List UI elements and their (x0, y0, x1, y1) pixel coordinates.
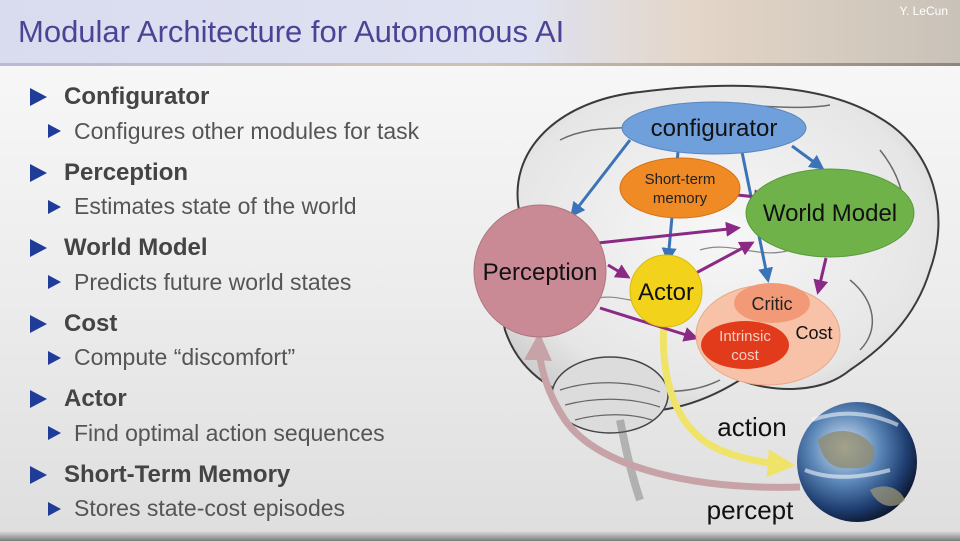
architecture-diagram: configurator World Model Short-term memo… (440, 80, 960, 541)
perception-node: Perception (473, 204, 607, 338)
bullet-heading: Short-Term Memory (64, 460, 291, 488)
bullet-arrow-icon (30, 239, 47, 257)
intrinsic-cost-label-line2: cost (731, 347, 759, 364)
author-label: Y. LeCun (899, 4, 949, 18)
earth-image (797, 402, 917, 522)
intrinsic-cost-label-line1: Intrinsic (719, 328, 771, 345)
bullet-actor: Actor Find optimal action sequences (30, 382, 500, 458)
short-term-memory-node: Short-term memory (619, 157, 741, 219)
intrinsic-cost-node (701, 321, 789, 369)
bottom-shadow (0, 531, 960, 541)
sub-bullet-arrow-icon (48, 199, 61, 214)
percept-label: percept (707, 495, 794, 525)
sub-bullet-arrow-icon (48, 501, 61, 516)
bullet-arrow-icon (30, 465, 47, 484)
bullet-cost: Cost Compute “discomfort” (30, 307, 500, 383)
sub-bullet-arrow-icon (48, 124, 61, 138)
bullet-subtext: Configures other modules for task (74, 117, 420, 144)
bullet-subtext: Find optimal action sequences (74, 419, 385, 446)
bullet-arrow-icon (30, 314, 47, 333)
bullet-arrow-icon (30, 163, 47, 182)
bullet-list: Configurator Configures other modules fo… (30, 80, 500, 533)
action-arrow (659, 319, 796, 478)
world-model-node: World Model (745, 168, 915, 258)
sub-bullet-arrow-icon (48, 275, 61, 289)
critic-node (734, 283, 810, 323)
cost-node: Critic Intrinsic cost Cost (695, 283, 841, 386)
world-model-label: World Model (763, 200, 897, 227)
bullet-heading: Cost (64, 309, 118, 337)
slide-title: Modular Architecture for Autonomous AI (18, 14, 565, 49)
bullet-heading: World Model (64, 234, 208, 261)
perception-label: Perception (483, 259, 598, 286)
action-label: action (717, 412, 786, 442)
bullet-short-term-memory: Short-Term Memory Stores state-cost epis… (30, 458, 500, 534)
bullet-arrow-icon (30, 390, 47, 408)
bullet-subtext: Compute “discomfort” (74, 344, 296, 370)
cost-label: Cost (795, 323, 832, 343)
configurator-label: configurator (651, 115, 778, 142)
bullet-world-model: World Model Predicts future world states (30, 231, 500, 307)
sub-bullet-arrow-icon (48, 350, 61, 365)
bullet-heading: Configurator (64, 83, 210, 110)
bullet-arrow-icon (30, 88, 47, 106)
actor-label: Actor (638, 279, 694, 306)
actor-node: Actor (629, 254, 703, 328)
percept-arrow (524, 332, 801, 491)
configurator-node: configurator (621, 101, 807, 155)
short-term-memory-label-line1: Short-term (645, 171, 716, 188)
sub-bullet-arrow-icon (48, 426, 61, 440)
critic-label: Critic (752, 294, 793, 314)
bullet-configurator: Configurator Configures other modules fo… (30, 80, 500, 156)
bullet-subtext: Stores state-cost episodes (74, 495, 346, 521)
short-term-memory-label-line2: memory (653, 190, 708, 207)
bullet-subtext: Estimates state of the world (74, 193, 357, 219)
bullet-perception: Perception Estimates state of the world (30, 156, 500, 232)
bullet-subtext: Predicts future world states (74, 268, 352, 295)
bullet-heading: Perception (64, 158, 189, 186)
bullet-heading: Actor (64, 385, 127, 412)
title-bar: Modular Architecture for Autonomous AI Y… (0, 0, 960, 66)
